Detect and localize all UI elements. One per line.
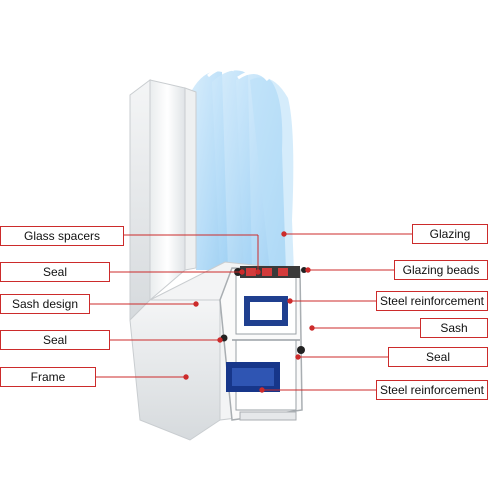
- label-glass-spacers: Glass spacers: [0, 226, 124, 246]
- label-steel-reinforcement-upper: Steel reinforcement: [376, 291, 488, 311]
- label-glazing: Glazing: [412, 224, 488, 244]
- label-frame: Frame: [0, 367, 96, 387]
- profile-cross-section: [219, 266, 307, 421]
- glazing-panes: [192, 66, 294, 272]
- label-seal-top: Seal: [0, 262, 110, 282]
- pointer-lines: [90, 231, 420, 393]
- label-seal-right: Seal: [388, 347, 488, 367]
- label-sash: Sash: [420, 318, 488, 338]
- label-sash-design: Sash design: [0, 294, 90, 314]
- label-seal-left: Seal: [0, 330, 110, 350]
- label-steel-reinforcement-lower: Steel reinforcement: [376, 380, 488, 400]
- label-glazing-beads: Glazing beads: [394, 260, 488, 280]
